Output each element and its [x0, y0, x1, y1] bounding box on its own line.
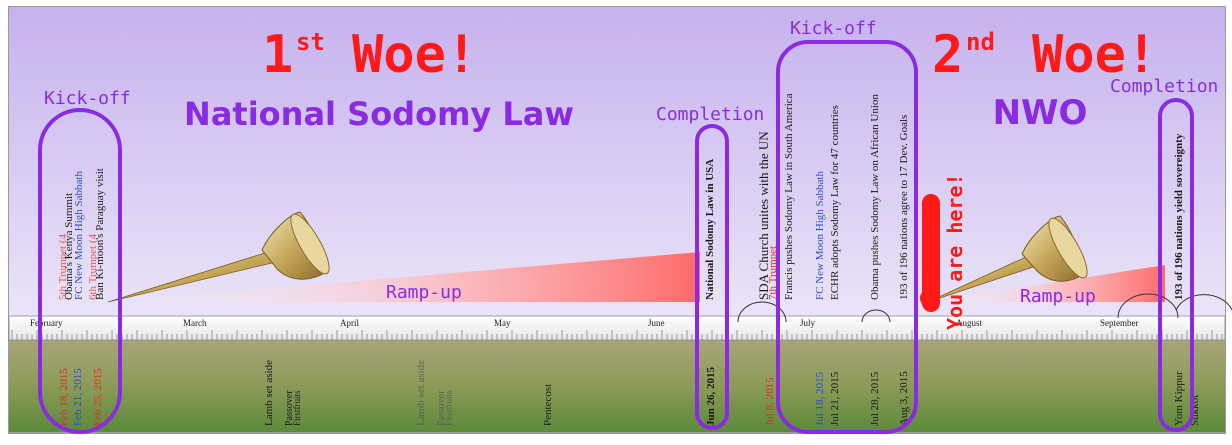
label-firstfruits-2: Firstfruits	[444, 390, 454, 426]
woe-2-word: Woe!	[1032, 25, 1157, 85]
label-national-sodomy-law: National Sodomy Law in USA	[704, 159, 716, 300]
label-firstfruits-1: Firstfruits	[292, 390, 302, 426]
label-sda-church-un: SDA Church unites with the UN	[756, 131, 771, 300]
label-yom-kippur: Yom Kippur	[1173, 371, 1185, 426]
month-label-july: July	[800, 318, 816, 328]
label-fc-high-sabbath-jul: FC New Moon High Sabbath	[814, 171, 826, 300]
kickoff-2-highlight	[776, 40, 918, 434]
you-are-here-label: You are here!	[943, 173, 967, 330]
rampup-wedge-1	[112, 252, 700, 302]
label-francis-sodomy: Francis pushes Sodomy Law in South Ameri…	[783, 93, 795, 300]
month-label-august: August	[956, 318, 983, 328]
rampup-wedge-2	[930, 265, 1165, 302]
label-yield-sovereignty: 193 of 196 nations yield sovereignty	[1173, 133, 1185, 300]
label-fc-high-sabbath-feb: FC New Moon High Sabbath	[73, 171, 85, 300]
kickoff-label-2: Kick-off	[790, 18, 877, 39]
month-label-february: February	[30, 318, 63, 328]
you-are-here-bar	[922, 194, 940, 312]
ruler-arcs	[737, 293, 1232, 323]
label-pentecost: Pentecost	[542, 384, 554, 426]
date-jul-21: Jul 21, 2015	[829, 371, 841, 426]
completion-label-1: Completion	[656, 104, 764, 125]
woe-1-word: Woe!	[352, 25, 477, 85]
label-echr-sodomy: ECHR adopts Sodomy Law for 47 countries	[829, 105, 841, 300]
date-jul-18: Jul 18, 2015	[814, 371, 826, 426]
label-kimoon-paraguay: Ban Ki-moon's Paraguay visit	[94, 168, 106, 300]
woe-2-heading: 2 nd Woe!	[932, 25, 1157, 85]
date-jul-28: Jul 28, 2015	[869, 371, 881, 426]
woe-1-heading: 1 st Woe!	[262, 25, 477, 85]
label-6th-trumpet: 6th Trumpet (4	[87, 233, 99, 300]
label-obama-sodomy: Obama pushes Sodomy Law on African Union	[869, 94, 881, 300]
completion-1-highlight	[695, 124, 729, 430]
trumpet-1-icon	[107, 211, 330, 303]
month-label-march: March	[183, 318, 207, 328]
label-obama-kenya: Obama's Kenya Summit	[63, 193, 75, 300]
date-jun-26: Jun 26, 2015	[705, 367, 717, 426]
completion-2-highlight	[1158, 98, 1194, 432]
you-are-here-marker: You are here!	[920, 173, 967, 330]
label-lamb-set-aside-1: Lamb set aside	[263, 360, 275, 426]
kickoff-1-highlight	[38, 108, 122, 434]
woe-1-number: 1	[262, 25, 293, 85]
woe-2-subtitle: NWO	[993, 93, 1088, 133]
month-label-april: April	[340, 318, 359, 328]
ground-background	[9, 340, 1225, 432]
rampup-label-1: Ramp-up	[386, 282, 462, 303]
woe-1-subtitle: National Sodomy Law	[184, 95, 574, 133]
woe-2-number: 2	[932, 25, 963, 85]
label-dev-goals: 193 of 196 nations agree to 17 Dev. Goal…	[898, 115, 910, 300]
label-passover-1: Passover	[284, 390, 295, 426]
woe-1-suffix: st	[296, 28, 325, 56]
woe-2-suffix: nd	[966, 28, 995, 56]
rampup-label-2: Ramp-up	[1020, 286, 1096, 307]
completion-label-2: Completion	[1110, 76, 1218, 97]
ruler-ticks	[11, 330, 1223, 340]
date-feb-18: Feb 18, 2015	[58, 368, 70, 426]
month-label-september: September	[1100, 318, 1139, 328]
trumpet-2-icon	[927, 215, 1088, 303]
date-jul-8: Jul 8, 2015	[764, 377, 776, 426]
label-lamb-set-aside-2: Lamb set aside	[415, 360, 427, 426]
kickoff-label-1: Kick-off	[44, 88, 131, 109]
label-5th-trumpet: 5th Trumpet (4	[57, 233, 69, 300]
you-are-here-dot	[920, 289, 938, 307]
month-label-may: May	[494, 318, 511, 328]
date-feb-21: Feb 21, 2015	[72, 368, 84, 426]
label-passover-2: Passover	[436, 390, 447, 426]
date-feb-25: Feb 25, 2015	[92, 368, 104, 426]
month-label-june: June	[648, 318, 665, 328]
date-aug-3: Aug 3, 2015	[898, 371, 910, 426]
